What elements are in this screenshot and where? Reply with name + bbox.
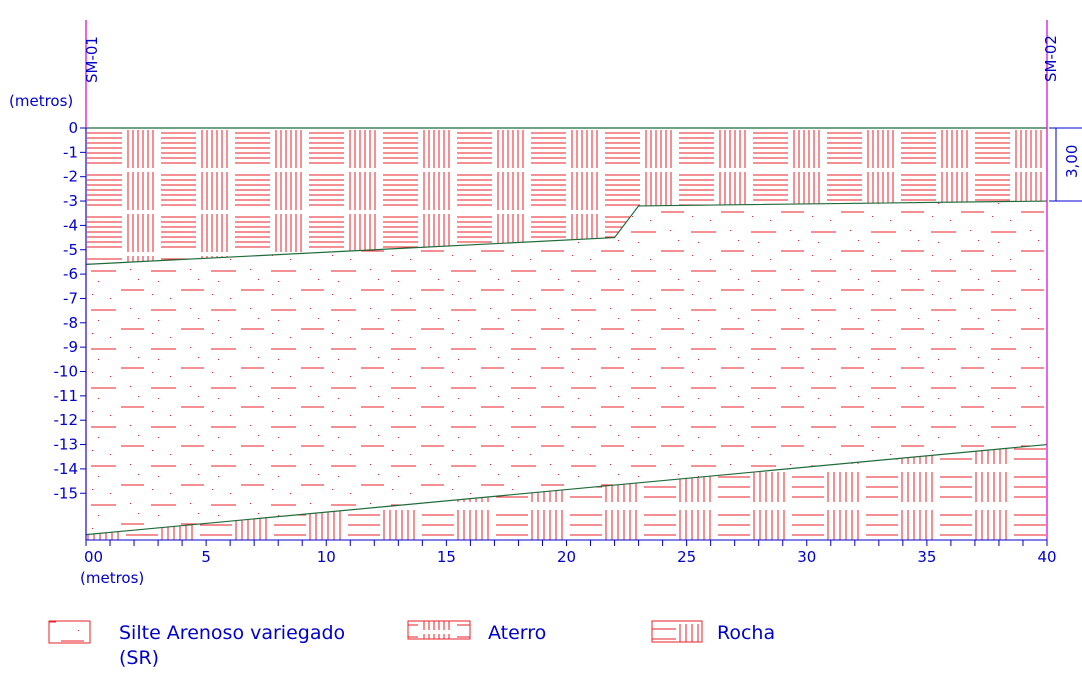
distance-tick-label: 30 (797, 548, 816, 566)
legend-item-silt: Silte Arenoso variegado (SR) (48, 620, 345, 669)
depth-tick-label: -7 (63, 289, 78, 307)
layer-aterro (86, 128, 1047, 265)
depth-tick-label: 0 (68, 119, 78, 137)
depth-tick-label: -10 (54, 363, 79, 381)
depth-tick-label: -11 (54, 387, 79, 405)
distance-tick-label: 20 (557, 548, 576, 566)
depth-axis-ticks: 0 -1 -2 -3 -4 -5 -6 -7 -8 -9 -10 -11 -12 -13 -14 -15 (54, 119, 86, 502)
legend-label-silt-2: (SR) (119, 647, 159, 669)
distance-tick-label: 10 (317, 548, 336, 566)
depth-tick-label: -9 (63, 338, 78, 356)
depth-unit-label: (metros) (9, 92, 73, 110)
layer-silte-arenoso (86, 201, 1047, 535)
distance-unit-label: (metros) (80, 569, 144, 587)
thickness-dimension (1049, 127, 1082, 202)
aterro-base-boundary (85, 200, 1048, 265)
depth-tick-label: -6 (63, 265, 78, 283)
distance-tick-label: 00 (84, 548, 103, 566)
depth-tick-label: -12 (54, 411, 79, 429)
depth-tick-label: -8 (63, 314, 78, 332)
distance-tick-label: 5 (201, 548, 211, 566)
depth-tick-label: -1 (63, 143, 78, 161)
layer-rocha (86, 444, 1047, 540)
distance-axis-ticks: 00 5 10 15 20 25 30 35 40 (84, 540, 1057, 566)
legend-label-aterro: Aterro (488, 622, 546, 644)
distance-tick-label: 35 (917, 548, 936, 566)
legend: Silte Arenoso variegado (SR) Aterro Roch… (48, 620, 775, 669)
dimension-label: 3,00 (1063, 145, 1081, 178)
soil-layers (85, 127, 1048, 540)
rock-top-boundary (85, 443, 1048, 536)
legend-swatch-aterro (407, 620, 471, 640)
legend-item-aterro: Aterro (407, 620, 546, 644)
depth-tick-label: -2 (63, 168, 78, 186)
borehole-sm01-label: SM-01 (83, 36, 101, 83)
legend-swatch-silt (48, 620, 91, 644)
depth-tick-label: -5 (63, 241, 78, 259)
depth-tick-label: -4 (63, 216, 78, 234)
legend-swatch-rocha (651, 620, 703, 643)
borehole-sm02-label: SM-02 (1042, 35, 1060, 82)
distance-tick-label: 15 (437, 548, 456, 566)
distance-tick-label: 40 (1037, 548, 1056, 566)
depth-tick-label: -13 (54, 436, 79, 454)
distance-tick-label: 25 (677, 548, 696, 566)
depth-tick-label: -14 (54, 460, 79, 478)
depth-tick-label: -3 (63, 192, 78, 210)
depth-tick-label: -15 (54, 484, 79, 502)
legend-label-rocha: Rocha (717, 622, 775, 644)
legend-item-rocha: Rocha (651, 620, 775, 644)
legend-label-silt: Silte Arenoso variegado (119, 622, 345, 644)
